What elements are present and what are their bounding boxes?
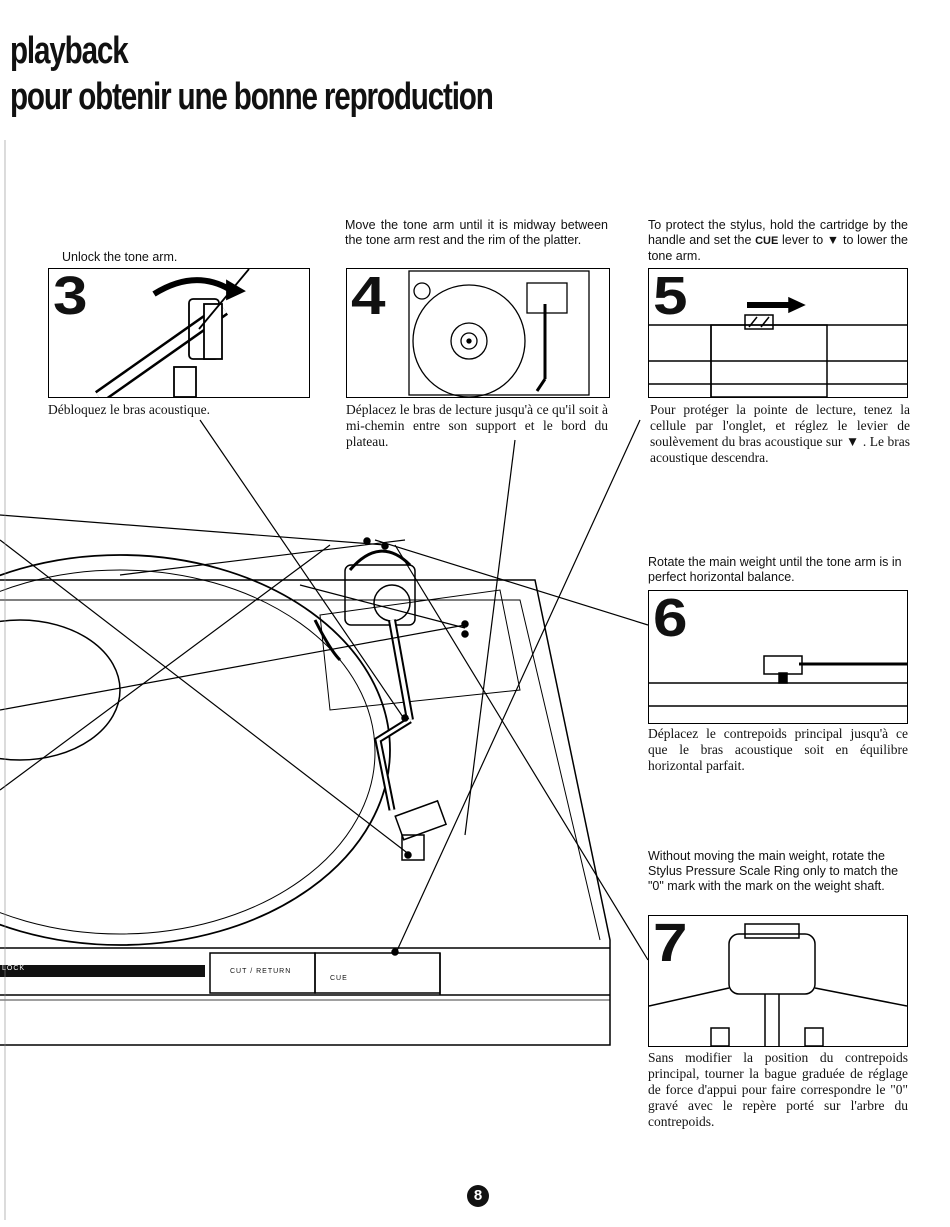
step5-english-part1: To protect the stylus, hold the cartridg… bbox=[648, 218, 908, 247]
step4-number: 4 bbox=[351, 268, 386, 326]
page-title: playback bbox=[10, 30, 129, 72]
tone-arm-lock-diagram bbox=[94, 269, 250, 397]
step5-english: To protect the stylus, hold the cartridg… bbox=[648, 218, 908, 264]
step5-panel: 5 bbox=[648, 268, 908, 398]
stylus-pressure-ring-diagram bbox=[649, 923, 907, 1046]
step5-number: 5 bbox=[653, 268, 688, 326]
step3-english: Unlock the tone arm. bbox=[62, 250, 178, 264]
step5-french: Pour protéger la pointe de lecture, tene… bbox=[650, 402, 910, 465]
step7-english: Without moving the main weight, rotate t… bbox=[648, 849, 899, 893]
page-subtitle: pour obtenir une bonne reproduction bbox=[10, 76, 494, 118]
step7-panel: 7 bbox=[648, 915, 908, 1047]
step4-french: Déplacez le bras de lecture jusqu'à ce q… bbox=[346, 402, 608, 449]
step7-french: Sans modifier la position du contrepoids… bbox=[648, 1050, 908, 1129]
balance-weight-diagram bbox=[649, 655, 907, 707]
step6-english: Rotate the main weight until the tone ar… bbox=[648, 555, 902, 584]
step5-english-part2: lever to ▼ to lower the tone arm. bbox=[648, 233, 908, 263]
step3-panel: 3 bbox=[48, 268, 310, 398]
step4-panel: 4 bbox=[346, 268, 610, 398]
step3-number: 3 bbox=[53, 268, 88, 326]
step6-number: 6 bbox=[653, 590, 688, 648]
step5-cue-word: CUE bbox=[755, 235, 779, 247]
lock-label: LOCK bbox=[2, 965, 26, 972]
cue-lever-diagram bbox=[649, 296, 907, 397]
step6-panel: 6 bbox=[648, 590, 908, 724]
step4-english: Move the tone arm until it is midway bet… bbox=[345, 218, 608, 247]
platter-top-view-diagram bbox=[408, 270, 590, 397]
step6-french: Déplacez le contrepoids principal jusqu'… bbox=[648, 726, 908, 773]
platter-label bbox=[0, 619, 121, 761]
cue-label: CUE bbox=[330, 975, 348, 982]
cut-return-label: CUT / RETURN bbox=[230, 968, 292, 975]
step3-french: Débloquez le bras acoustique. bbox=[48, 402, 210, 417]
turntable-base-outline bbox=[0, 579, 611, 1046]
page-number-badge: 8 bbox=[467, 1185, 489, 1207]
platter-outline bbox=[0, 554, 391, 946]
step7-number: 7 bbox=[653, 915, 688, 973]
